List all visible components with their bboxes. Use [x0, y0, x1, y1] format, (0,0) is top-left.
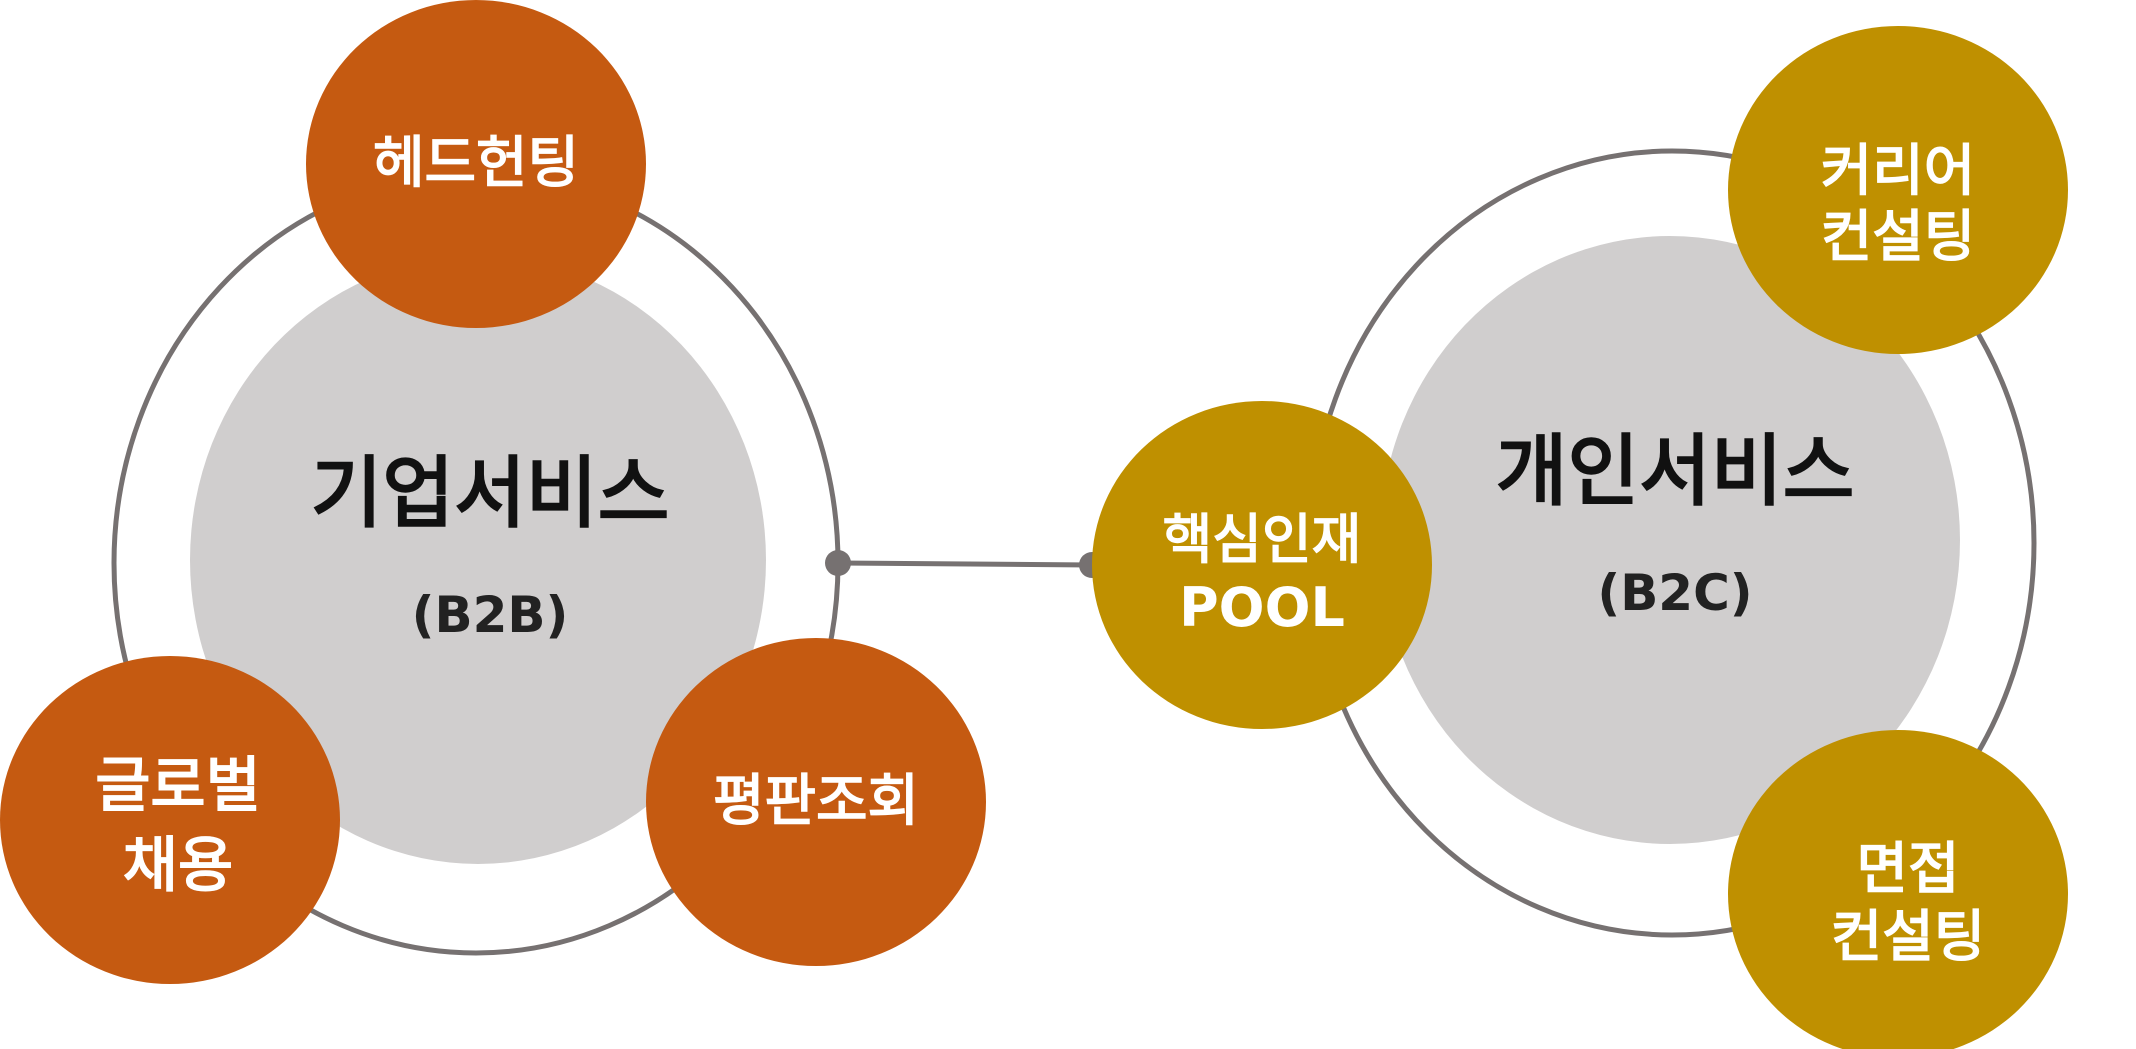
b2c-group: 개인서비스 (B2C) 커리어 컨설팅 면접 컨설팅 — [1307, 26, 2068, 1049]
b2b-title: 기업서비스 — [311, 449, 670, 539]
talent-pool-bubble — [1092, 401, 1432, 729]
interview-consulting-label-line2: 컨설팅 — [1831, 905, 1986, 970]
global-hiring-label-line2: 채용 — [123, 831, 233, 901]
interview-consulting-label-line1: 면접 — [1856, 837, 1959, 902]
b2c-core — [1380, 236, 1960, 844]
b2b-subtitle: (B2B) — [412, 586, 569, 644]
connector-line — [837, 560, 1093, 568]
b2b-group: 기업서비스 (B2B) 헤드헌팅 평판조회 글로벌 채용 — [0, 0, 986, 984]
career-consulting-bubble: 커리어 컨설팅 — [1728, 26, 2068, 354]
global-hiring-label-line1: 글로벌 — [95, 751, 261, 821]
global-hiring-bubble: 글로벌 채용 — [0, 656, 340, 984]
interview-consulting-bubble: 면접 컨설팅 — [1728, 730, 2068, 1049]
talent-pool-label-line1: 핵심인재 — [1163, 508, 1362, 571]
b2b-core — [190, 256, 766, 864]
reference-check-label: 평판조회 — [713, 769, 919, 834]
b2c-subtitle: (B2C) — [1597, 564, 1752, 622]
talent-pool-label-line2: POOL — [1179, 576, 1345, 639]
talent-pool-hub: 핵심인재 POOL — [1092, 401, 1432, 729]
headhunting-bubble: 헤드헌팅 — [306, 0, 646, 328]
b2c-title: 개인서비스 — [1496, 427, 1855, 517]
career-consulting-label-line2: 컨설팅 — [1821, 205, 1976, 270]
connector — [825, 550, 1105, 578]
headhunting-label: 헤드헌팅 — [373, 131, 579, 196]
connector-dot-left — [825, 550, 851, 576]
career-consulting-label-line1: 커리어 — [1821, 139, 1976, 204]
reference-check-bubble: 평판조회 — [646, 638, 986, 966]
